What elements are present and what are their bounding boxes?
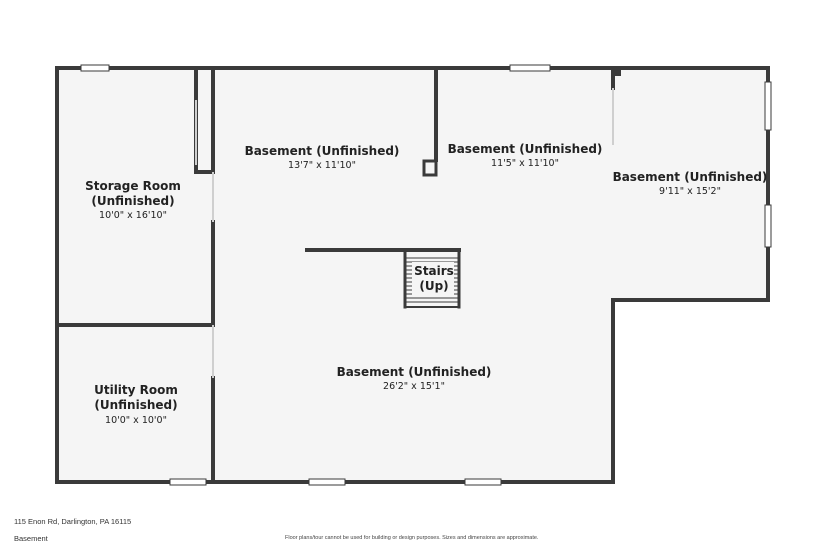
basement-e-title: Basement (Unfinished)	[613, 170, 768, 184]
windows	[80, 64, 772, 486]
basement-e-dims: 9'11" x 15'2"	[659, 186, 721, 197]
window-utility-south	[169, 478, 207, 486]
property-address: 115 Enon Rd, Darlington, PA 16115	[14, 517, 132, 526]
storage-room-dims: 10'0" x 16'10"	[99, 210, 167, 221]
window-basement-north	[509, 64, 551, 72]
window-east-lower	[764, 204, 772, 248]
basement-n-title: Basement (Unfinished)	[448, 142, 603, 156]
floor-areas	[57, 68, 768, 482]
window-storage-north	[80, 64, 110, 72]
floor-main	[57, 68, 613, 482]
openings	[195, 88, 614, 378]
basement-nw-dims: 13'7" x 11'10"	[288, 160, 356, 171]
floor-plan: Storage Room(Unfinished) 10'0" x 16'10" …	[55, 64, 772, 486]
utility-room-title: Utility Room(Unfinished)	[94, 383, 178, 412]
basement-main-title: Basement (Unfinished)	[337, 365, 492, 379]
stairs-label-bg	[412, 262, 454, 296]
floor-east	[613, 68, 768, 300]
disclaimer-text: Floor plans/tour cannot be used for buil…	[285, 535, 539, 541]
storage-room-title: Storage Room(Unfinished)	[85, 179, 181, 208]
floor-level-label: Basement	[14, 534, 48, 543]
window-south-1	[308, 478, 346, 486]
window-east-upper	[764, 81, 772, 131]
chimney-block	[422, 159, 438, 177]
utility-room-dims: 10'0" x 10'0"	[105, 415, 167, 426]
basement-n-dims: 11'5" x 11'10"	[491, 158, 559, 169]
stairs-label: Stairs(Up)	[414, 264, 454, 293]
basement-nw-title: Basement (Unfinished)	[245, 144, 400, 158]
basement-main-dims: 26'2" x 15'1"	[383, 381, 445, 392]
corner-post	[613, 68, 621, 76]
window-south-2	[464, 478, 502, 486]
